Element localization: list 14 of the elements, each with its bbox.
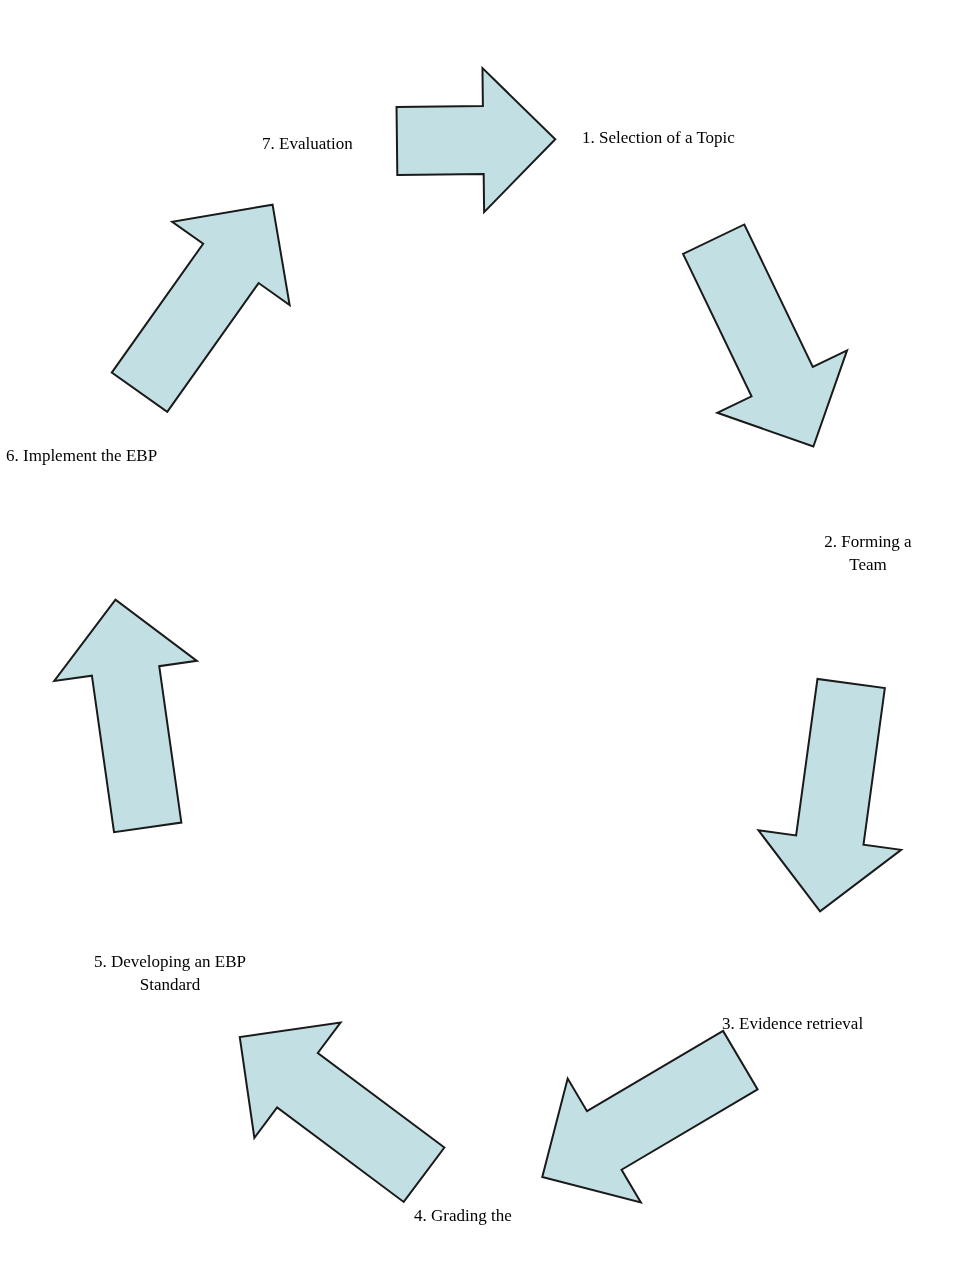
block-arrow <box>681 223 849 448</box>
block-arrow <box>395 65 557 215</box>
step-label: 6. Implement the EBP <box>6 445 159 467</box>
block-arrow <box>110 203 292 414</box>
step-label: 1. Selection of a Topic <box>582 127 736 149</box>
step-label: 7. Evaluation <box>262 133 354 155</box>
step-label: 4. Grading the <box>414 1205 513 1227</box>
step-label: 5. Developing an EBP Standard <box>92 951 247 997</box>
block-arrow <box>541 1029 759 1205</box>
step-label: 2. Forming a Team <box>823 531 913 577</box>
block-arrow <box>756 677 904 913</box>
block-arrow <box>52 598 200 834</box>
step-label: 3. Evidence retrieval <box>722 1013 865 1035</box>
block-arrow <box>238 1021 446 1204</box>
